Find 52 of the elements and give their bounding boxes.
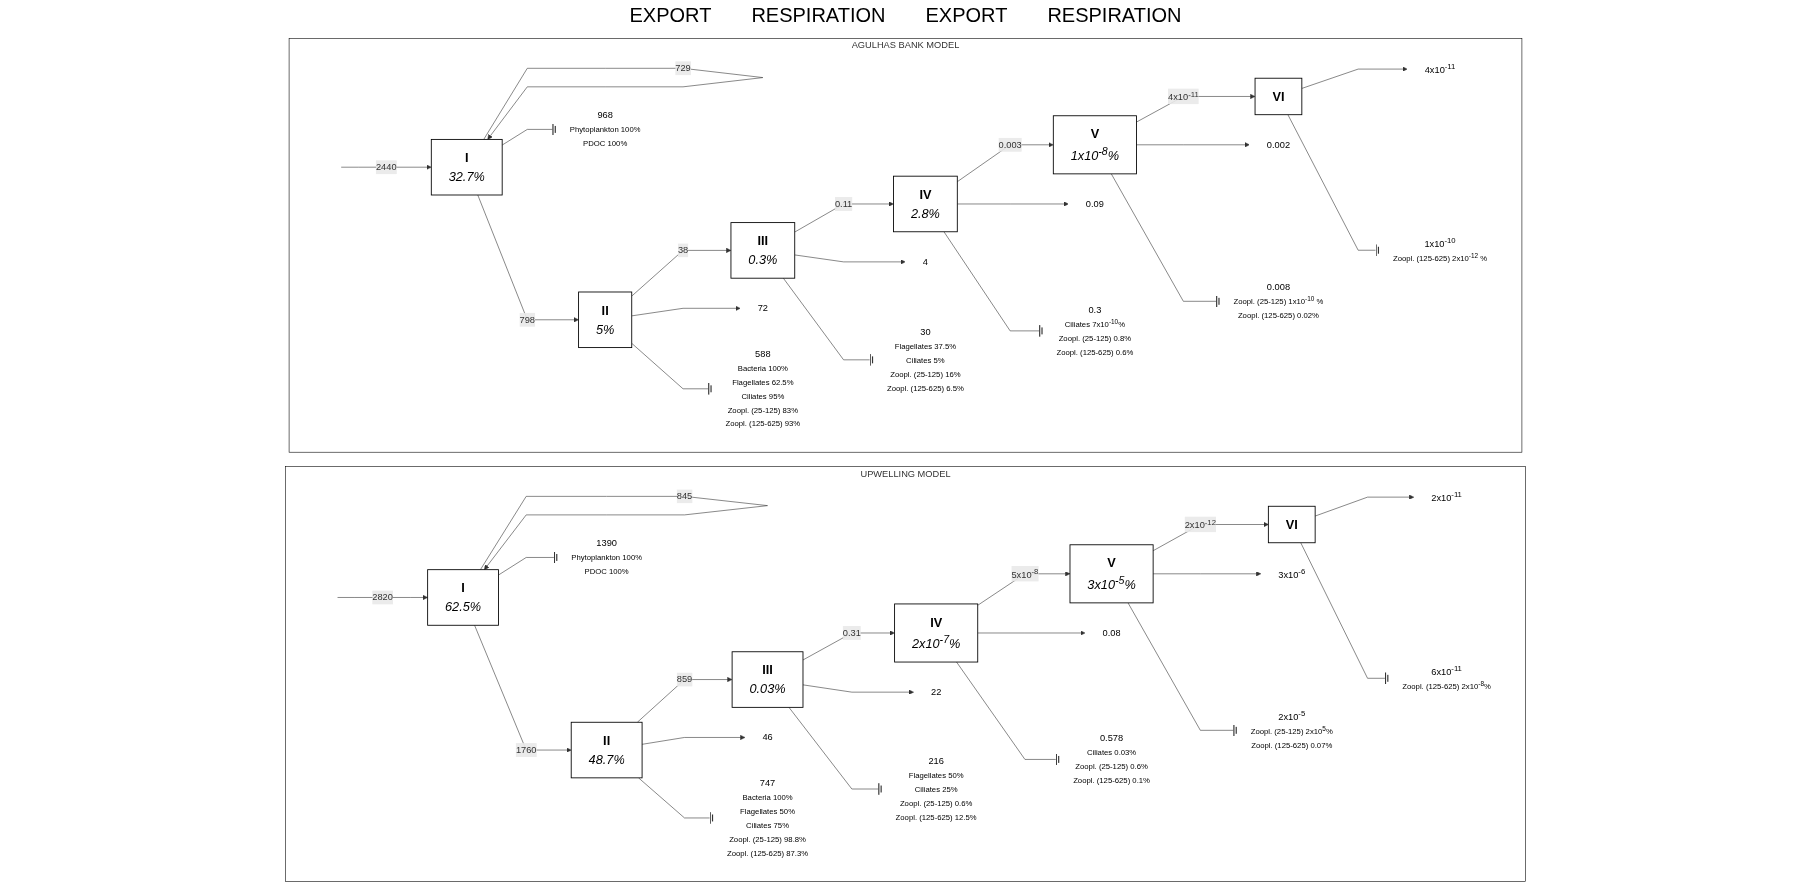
edge-label: 729 [675,63,691,73]
edge-label: 798 [519,314,536,325]
node-text: 2x10$^{-5}$ [1278,709,1306,722]
node-text: 0.09 [1085,198,1104,209]
node-box: I 32.7% [430,138,503,196]
node-text: 0.578 [1099,733,1124,744]
node-text: 0.002 [1266,139,1291,150]
edge-label: 845 [676,491,693,501]
edge-label: 1760 [515,744,537,755]
edge-label: 2820 [372,592,393,603]
node-box: III 0.03% [731,651,804,708]
node-text: 4 [922,256,928,267]
flow-category-label: EXPORT [629,4,712,28]
node-box: I 62.5% [427,569,499,626]
flow-category-label: RESPIRATION [1047,4,1182,28]
node-text: 22 [931,686,942,697]
edge-label: 5x10$^{-8}$ [1011,567,1039,580]
edge-label: 38 [677,245,689,256]
node-box: IV 2.8% [893,175,958,233]
node-text: 2x10$^{-11}$ [1431,490,1462,503]
node-text: 3x10$^{-6}$ [1278,567,1306,580]
node-text: 747 [759,778,776,788]
node-text: 0.008 [1266,282,1291,292]
node-text: 72 [757,303,768,313]
node-box: III 0.3% [730,222,796,279]
node-box: VI [1254,77,1303,116]
node-text: 46 [762,732,773,743]
edge-label: 2x10$^{-12}$ [1184,517,1216,531]
edge-label: 0.31 [842,627,861,638]
node-text: 1x10$^{-10}$ [1424,236,1456,249]
node-box: II 48.7% [570,721,643,779]
node-text: 0.08 [1102,627,1121,638]
node-text: 968 [597,110,613,121]
flow-category-label: RESPIRATION [751,4,886,28]
node-box: IV 2x10$^{-7}$% [894,603,979,663]
edge-label: 859 [676,674,693,685]
node-box: V 1x10$^{-8}$% [1052,115,1137,175]
node-text: 588 [755,348,771,359]
node-text: 30 [920,326,931,337]
node-text: 216 [928,756,944,766]
node-text: 6x10$^{-11}$ [1431,664,1462,677]
node-text: 0.3 [1088,304,1102,315]
edge-label: 0.003 [998,139,1022,150]
node-box: VI [1267,505,1316,544]
node-text: 1390 [596,538,617,549]
node-box: V 3x10$^{-5}$% [1069,544,1154,604]
node-box: II 5% [578,291,633,349]
edge-label: 2440 [375,161,397,172]
flow-category-label: EXPORT [925,4,1008,28]
edge-label: 0.11 [834,198,853,209]
node-text: 4x10$^{-11}$ [1424,62,1456,75]
edge-label: 4x10$^{-11}$ [1168,89,1199,103]
